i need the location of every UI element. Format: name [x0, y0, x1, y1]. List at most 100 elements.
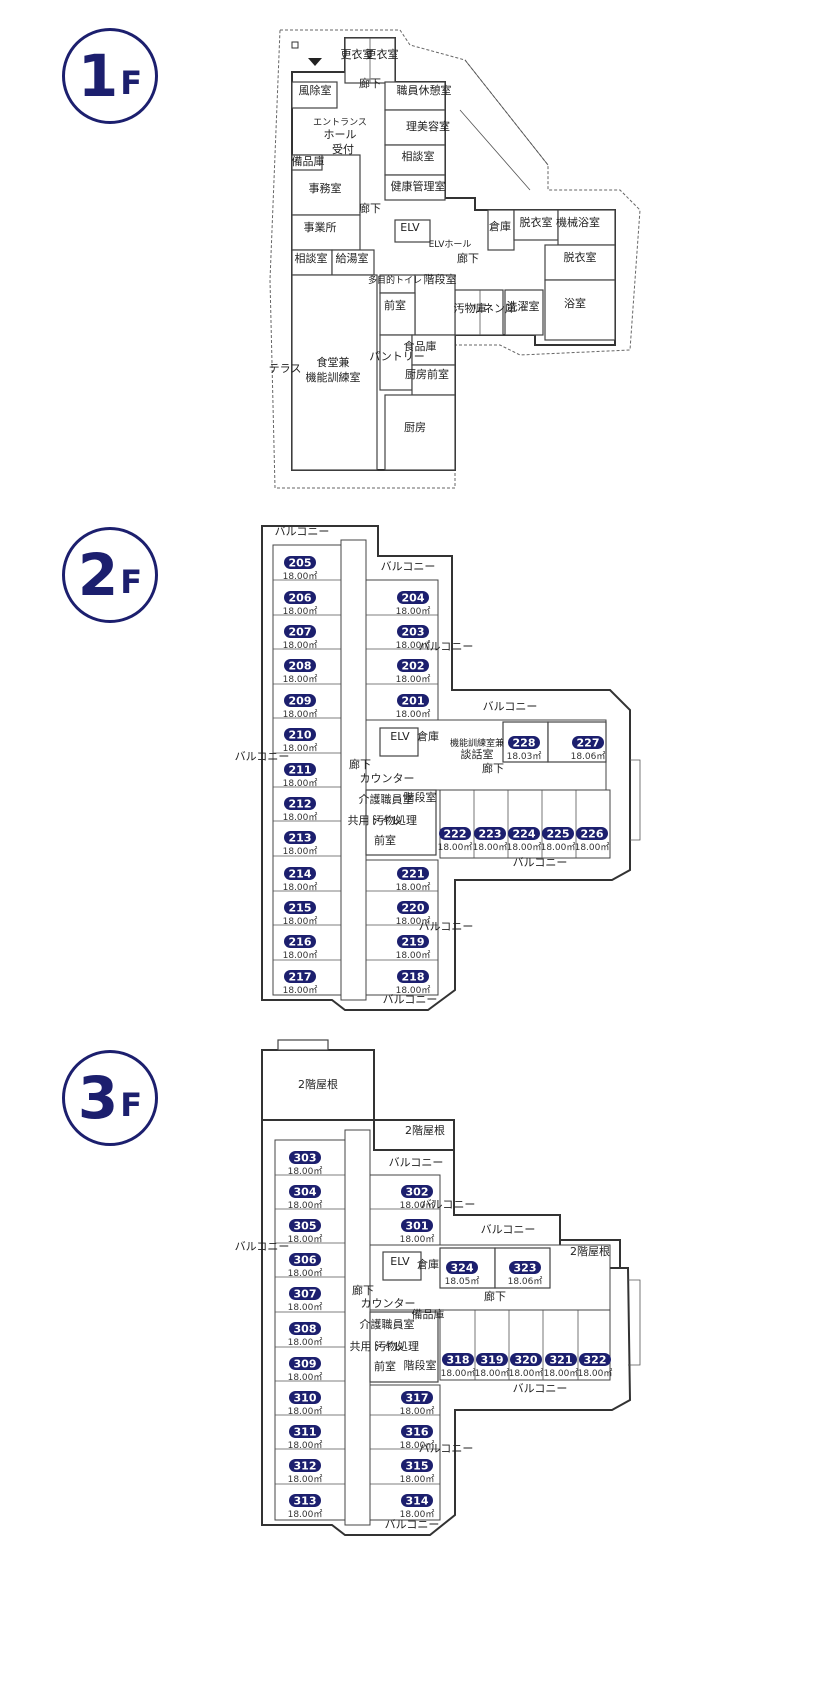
room-label: ELV — [390, 730, 410, 743]
unit-number-pill — [284, 659, 316, 672]
unit-number-pill — [397, 901, 429, 914]
unit-area: 18.00㎡ — [283, 950, 318, 961]
unit-number-pill — [284, 625, 316, 638]
room-label: 受付 — [332, 143, 354, 156]
room-label: ホール — [324, 128, 357, 141]
unit-number: 307 — [294, 1288, 317, 1301]
unit-number-pill — [289, 1357, 321, 1370]
unit-number: 201 — [402, 695, 425, 708]
room-label: 共用トイレ — [348, 814, 403, 827]
room-label: 倉庫 — [417, 729, 439, 743]
unit-number: 208 — [289, 660, 312, 673]
unit-area: 18.06㎡ — [508, 1276, 543, 1287]
room-label: 談話室 — [461, 747, 494, 761]
unit-number-pill — [397, 659, 429, 672]
unit-number-pill — [289, 1151, 321, 1164]
unit-number-pill — [284, 901, 316, 914]
room-label: 介護職員室 — [359, 792, 414, 806]
unit-area: 18.00㎡ — [400, 1406, 435, 1417]
unit-area: 18.00㎡ — [473, 842, 508, 853]
unit-number: 222 — [444, 828, 467, 841]
unit-number-pill — [401, 1185, 433, 1198]
unit-area: 18.00㎡ — [396, 985, 431, 996]
unit-area: 18.00㎡ — [396, 640, 431, 651]
room-label: エントランス — [313, 117, 367, 128]
unit-area: 18.00㎡ — [396, 916, 431, 927]
unit-number-pill — [397, 591, 429, 604]
unit-number: 320 — [515, 1354, 538, 1367]
room-label: 厨房 — [404, 421, 426, 434]
unit-area: 18.00㎡ — [575, 842, 610, 853]
floor-3f-plan — [261, 1039, 641, 1536]
unit-area: 18.00㎡ — [288, 1166, 323, 1177]
unit-number: 318 — [447, 1354, 470, 1367]
room-label: カウンター — [360, 772, 415, 785]
unit-number-pill — [446, 1261, 478, 1274]
room-label: 事務室 — [309, 181, 342, 195]
unit-number: 224 — [513, 828, 536, 841]
room-label: 機能訓練室 — [306, 370, 361, 384]
floor-1f-plan — [269, 29, 641, 489]
unit-number-pill — [397, 625, 429, 638]
floor-number: 3 — [77, 1064, 119, 1132]
room-label: 脱衣室 — [564, 250, 597, 264]
floor-number: 1 — [77, 42, 119, 110]
room-label: バルコニー — [483, 700, 538, 713]
room-label: 倉庫 — [417, 1257, 439, 1271]
room-label: 更衣室 — [341, 47, 374, 61]
unit-area: 18.00㎡ — [288, 1268, 323, 1279]
unit-number-pill — [397, 935, 429, 948]
room-label: 職員休憩室 — [397, 83, 452, 97]
room-label: バルコニー — [235, 1240, 290, 1253]
unit-area: 18.00㎡ — [288, 1440, 323, 1451]
unit-number: 322 — [584, 1354, 607, 1367]
unit-number-pill — [545, 1353, 577, 1366]
unit-area: 18.00㎡ — [400, 1474, 435, 1485]
unit-number: 220 — [402, 902, 425, 915]
room-label: バルコニー — [235, 750, 290, 763]
unit-number-pill — [439, 827, 471, 840]
room-label: 機能訓練室兼 — [450, 737, 504, 749]
unit-area: 18.00㎡ — [288, 1474, 323, 1485]
room-label: バルコニー — [419, 640, 474, 653]
room-label: 廊下 — [457, 251, 479, 265]
unit-area: 18.00㎡ — [288, 1509, 323, 1520]
unit-number: 324 — [451, 1262, 474, 1275]
unit-number-pill — [397, 970, 429, 983]
room-label: 食品庫 — [404, 339, 437, 353]
unit-number-pill — [289, 1185, 321, 1198]
unit-area: 18.00㎡ — [400, 1200, 435, 1211]
unit-number-pill — [284, 970, 316, 983]
unit-area: 18.00㎡ — [396, 882, 431, 893]
unit-area: 18.00㎡ — [283, 709, 318, 720]
unit-number: 211 — [289, 764, 312, 777]
unit-number: 218 — [402, 971, 425, 984]
unit-number-pill — [401, 1459, 433, 1472]
unit-number: 303 — [294, 1152, 317, 1165]
room-label: バルコニー — [513, 856, 568, 869]
room-labels: 更衣室更衣室廊下風除室職員休憩室エントランスホール受付理美容室備品庫相談室事務室… — [235, 47, 610, 1531]
room-label: カウンター — [361, 1297, 416, 1310]
room-label: 理美容室 — [406, 119, 450, 133]
unit-area: 18.00㎡ — [288, 1337, 323, 1348]
unit-area: 18.00㎡ — [507, 842, 542, 853]
room-label: バルコニー — [385, 1518, 440, 1531]
unit-number-pill — [284, 591, 316, 604]
unit-number: 226 — [581, 828, 604, 841]
